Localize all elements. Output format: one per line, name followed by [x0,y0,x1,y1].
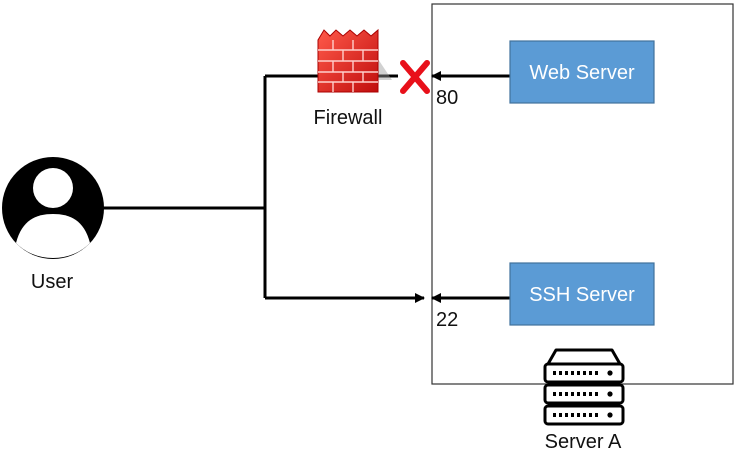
brick-wall-icon [317,28,392,93]
server-rack-indicators [553,370,613,418]
ssh-server-box: SSH Server [509,262,655,326]
user-avatar-icon [2,157,104,259]
web-server-box: Web Server [509,40,655,104]
web-server-label: Web Server [529,62,635,84]
ssh-server-port-label: 22 [436,309,458,331]
red-x-icon [400,60,430,94]
server-a-label: Server A [545,431,622,453]
user-label: User [31,271,74,293]
connections [100,71,510,303]
firewall-label: Firewall [314,107,383,129]
web-server-port-label: 80 [436,87,458,109]
ssh-server-label: SSH Server [529,284,635,306]
